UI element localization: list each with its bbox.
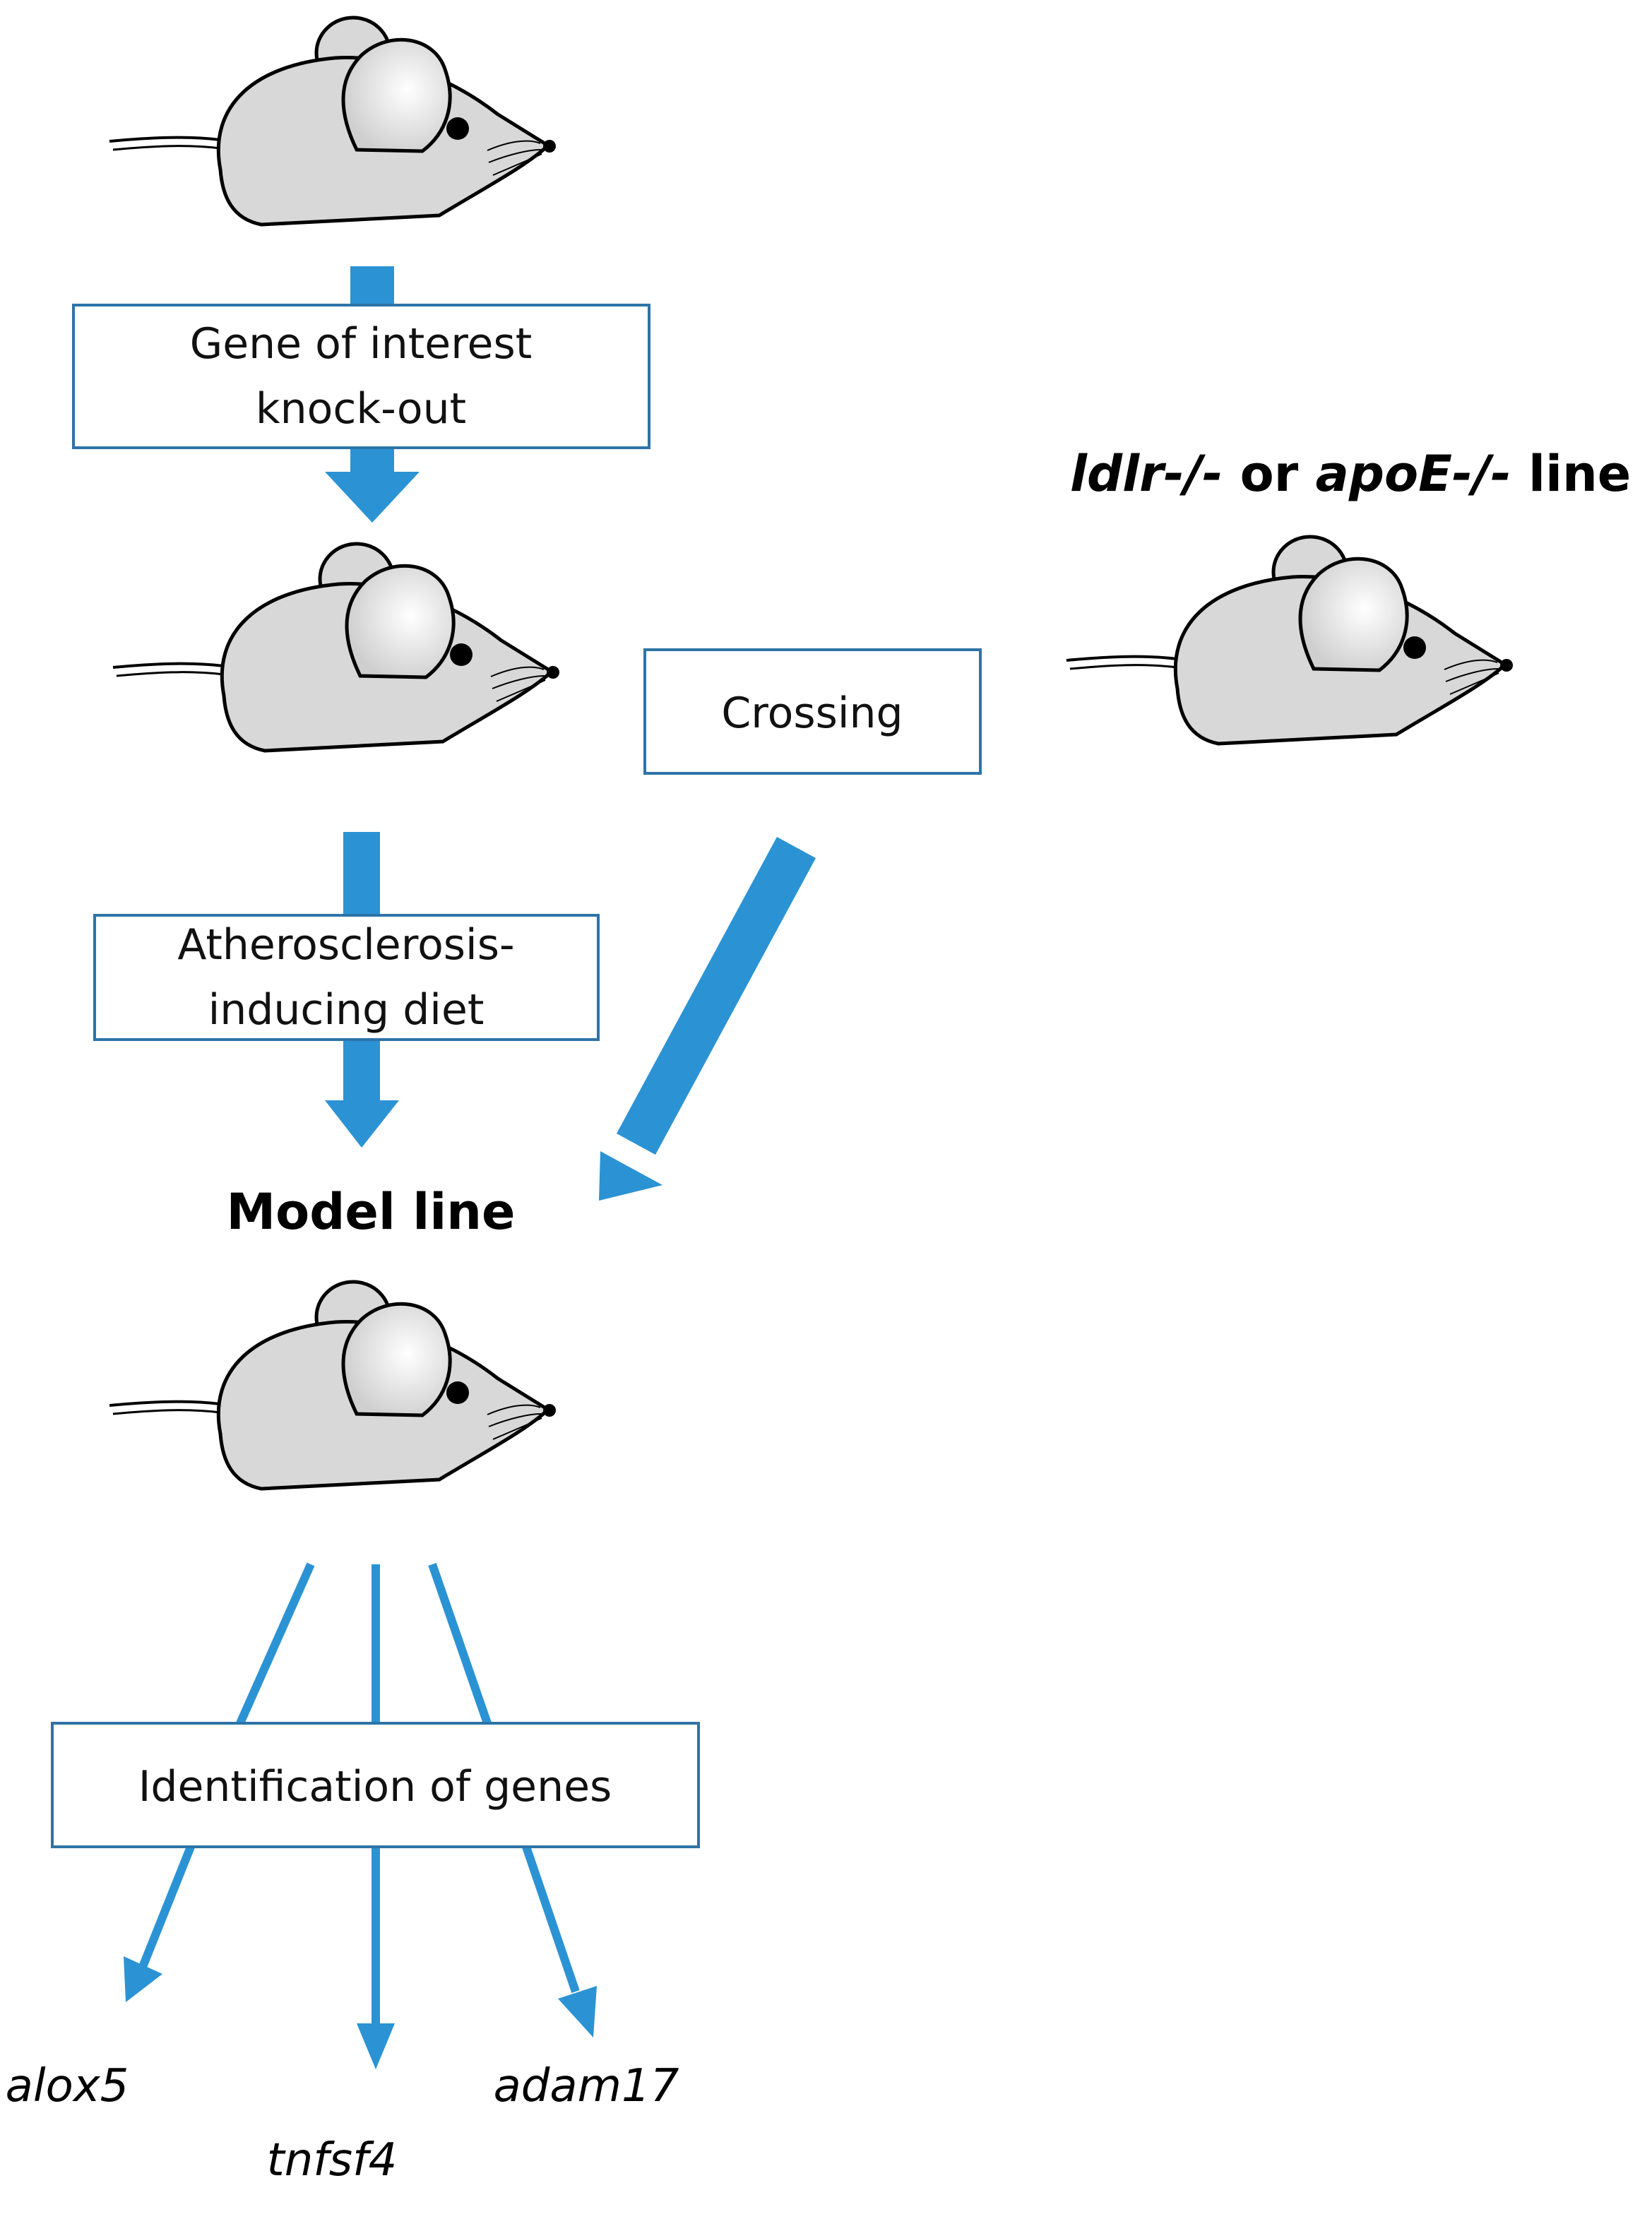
diet-box: Atherosclerosis- inducing diet	[93, 914, 600, 1041]
knockout-label-line-1: Gene of interest	[190, 319, 533, 369]
gene-alox5: alox5	[6, 2060, 129, 2112]
diet-label-line-2: inducing diet	[208, 985, 485, 1035]
knockout-box: Gene of interest knock-out	[72, 304, 650, 449]
mouse-icon	[113, 544, 559, 751]
knockout-label-line-2: knock-out	[256, 384, 466, 434]
model-line-label: Model line	[227, 1183, 516, 1241]
crossing-box: Crossing	[643, 648, 982, 775]
gene-arrowheads	[124, 1956, 597, 2069]
identification-box: Identification of genes	[51, 1722, 700, 1848]
mouse-icon	[109, 1282, 556, 1489]
identification-label: Identification of genes	[138, 1762, 612, 1812]
crossing-label: Crossing	[721, 689, 903, 738]
arrow-crossing	[599, 837, 816, 1201]
arrow-knockout	[325, 266, 420, 523]
mouse-icon	[109, 18, 556, 225]
gene-tnfsf4: tnfsf4	[267, 2134, 398, 2187]
diet-label-line-1: Atherosclerosis-	[177, 920, 514, 970]
gene-arrows	[137, 1562, 580, 2027]
arrow-diet	[325, 832, 399, 1148]
ko-line-label: ldlr-/- or apoE-/- line	[1070, 445, 1631, 503]
mouse-icon	[1066, 537, 1513, 744]
gene-adam17: adam17	[494, 2060, 679, 2112]
